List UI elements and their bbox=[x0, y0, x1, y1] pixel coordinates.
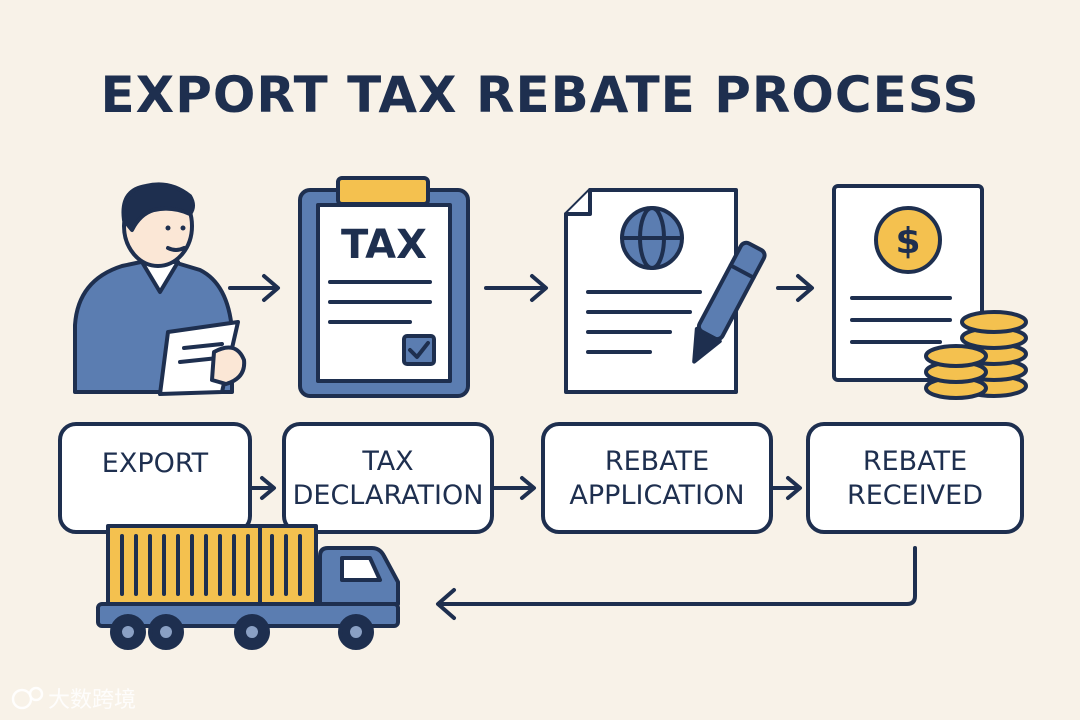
flow-arrow-icon bbox=[492, 476, 536, 500]
step-label: TAX bbox=[361, 446, 413, 477]
flow-arrow-icon bbox=[484, 274, 548, 302]
step-label: DECLARATION bbox=[293, 480, 484, 511]
flow-arrow-icon bbox=[776, 274, 814, 302]
step-label: EXPORT bbox=[102, 448, 209, 479]
step-box-export: EXPORT bbox=[58, 422, 252, 534]
step-box-rebate-application: REBATE APPLICATION bbox=[541, 422, 773, 534]
step-label: REBATE bbox=[605, 446, 709, 477]
document-dollar-coins-icon: $ bbox=[832, 184, 1028, 400]
flow-arrow-icon bbox=[248, 476, 276, 500]
step-label: RECEIVED bbox=[847, 480, 983, 511]
tax-clipboard-icon: TAX bbox=[298, 176, 470, 398]
watermark-text: 大数跨境 bbox=[48, 688, 136, 713]
document-globe-pen-icon bbox=[564, 188, 767, 394]
step-label: REBATE bbox=[863, 446, 967, 477]
dollar-symbol: $ bbox=[895, 221, 920, 262]
watermark: 大数跨境 bbox=[11, 686, 136, 713]
step-box-tax-declaration: TAX DECLARATION bbox=[282, 422, 494, 534]
step-box-rebate-received: REBATE RECEIVED bbox=[806, 422, 1024, 534]
flow-arrow-icon bbox=[228, 274, 280, 302]
person-with-tablet-icon bbox=[73, 182, 247, 396]
return-arrow-icon bbox=[436, 546, 917, 620]
coin-stack-icon bbox=[924, 310, 1028, 400]
container-truck-icon bbox=[96, 524, 400, 650]
flow-arrow-icon bbox=[771, 476, 802, 500]
step-label: APPLICATION bbox=[569, 480, 744, 511]
tax-form-label: TAX bbox=[341, 222, 427, 268]
page-title: EXPORT TAX REBATE PROCESS bbox=[100, 66, 979, 124]
